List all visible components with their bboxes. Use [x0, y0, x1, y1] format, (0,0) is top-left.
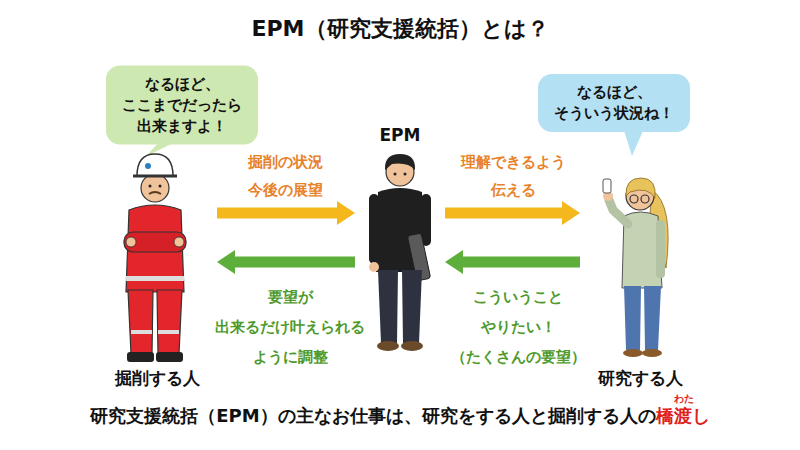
- figure-part: [603, 179, 611, 193]
- figure-part: [133, 175, 177, 178]
- person-name: EPM: [380, 125, 421, 145]
- figure-part: [404, 173, 407, 176]
- speech-bubble: なるほど、 ここまでだったら 出来ますよ！: [106, 66, 258, 145]
- figure-part: [369, 194, 379, 264]
- person-figure: 掘削する人: [108, 150, 207, 390]
- speech-bubble: なるほど、 そういう状況ね！: [538, 74, 690, 132]
- figure-part: [156, 352, 183, 362]
- researcher-figure: [603, 178, 668, 357]
- figure-part: [149, 192, 161, 194]
- figure-part: [401, 341, 423, 351]
- figure-part: [402, 270, 422, 343]
- arrow-label: 要望が 出来るだけ叶えられる ように調整: [208, 282, 373, 372]
- bubble-text: なるほど、 そういう状況ね！: [550, 82, 678, 124]
- flow-arrow: [217, 208, 337, 219]
- figure-part: [385, 154, 415, 170]
- figure-part: [131, 330, 152, 334]
- figure-part: [378, 270, 398, 343]
- figure-part: [630, 195, 638, 203]
- figure-part: [124, 232, 186, 252]
- arrow-label: こういうこと やりたい！ （たくさんの要望）: [436, 282, 601, 372]
- figure-part: [157, 290, 182, 354]
- figure-part: [159, 185, 162, 188]
- figure-part: [126, 237, 136, 247]
- figure-part: [145, 163, 151, 169]
- flow-arrow: [445, 208, 562, 219]
- figure-part: [394, 173, 397, 176]
- figure-part: [642, 349, 662, 357]
- epm-figure: [369, 154, 431, 351]
- flow-arrow: [463, 257, 580, 268]
- figure-part: [644, 286, 661, 350]
- figure-part: [377, 341, 399, 351]
- figure-part: [128, 290, 153, 354]
- figure-part: [626, 178, 655, 198]
- flow-arrow: [235, 257, 355, 268]
- caption-row: 研究支援統括（EPM）の主なお仕事は、研究をする人と掘削する人の橋渡しわた: [0, 404, 800, 428]
- figure-part: [624, 286, 641, 350]
- person-name: 研究する人: [598, 367, 683, 390]
- title: EPM（研究支援統括）とは？: [0, 14, 800, 44]
- figure-part: [174, 237, 184, 247]
- figure-part: [127, 352, 154, 362]
- figure-part: [656, 220, 665, 278]
- figure-part: [641, 195, 649, 203]
- bubble-text: なるほど、 ここまでだったら 出来ますよ！: [118, 74, 246, 137]
- caption: 研究支援統括（EPM）の主なお仕事は、研究をする人と掘削する人の: [90, 404, 655, 428]
- arrow-label: 掘削の状況 今後の展望: [235, 148, 335, 204]
- figure-part: [623, 349, 643, 357]
- figure-part: [137, 154, 173, 176]
- figure-part: [158, 330, 179, 334]
- arrow-label: 理解できるよう 伝える: [451, 148, 575, 204]
- driller-figure: [124, 154, 186, 362]
- person-figure: EPM: [365, 125, 435, 355]
- figure-part: [609, 200, 628, 224]
- figure-part: [126, 276, 184, 281]
- figure-part: [149, 185, 152, 188]
- ruby-reading: わた: [674, 392, 692, 406]
- person-figure: 研究する人: [590, 160, 690, 390]
- highlight-word: 橋渡しわた: [656, 404, 710, 428]
- figure-part: [141, 174, 169, 202]
- figure-part: [369, 262, 379, 272]
- person-name: 掘削する人: [115, 367, 200, 390]
